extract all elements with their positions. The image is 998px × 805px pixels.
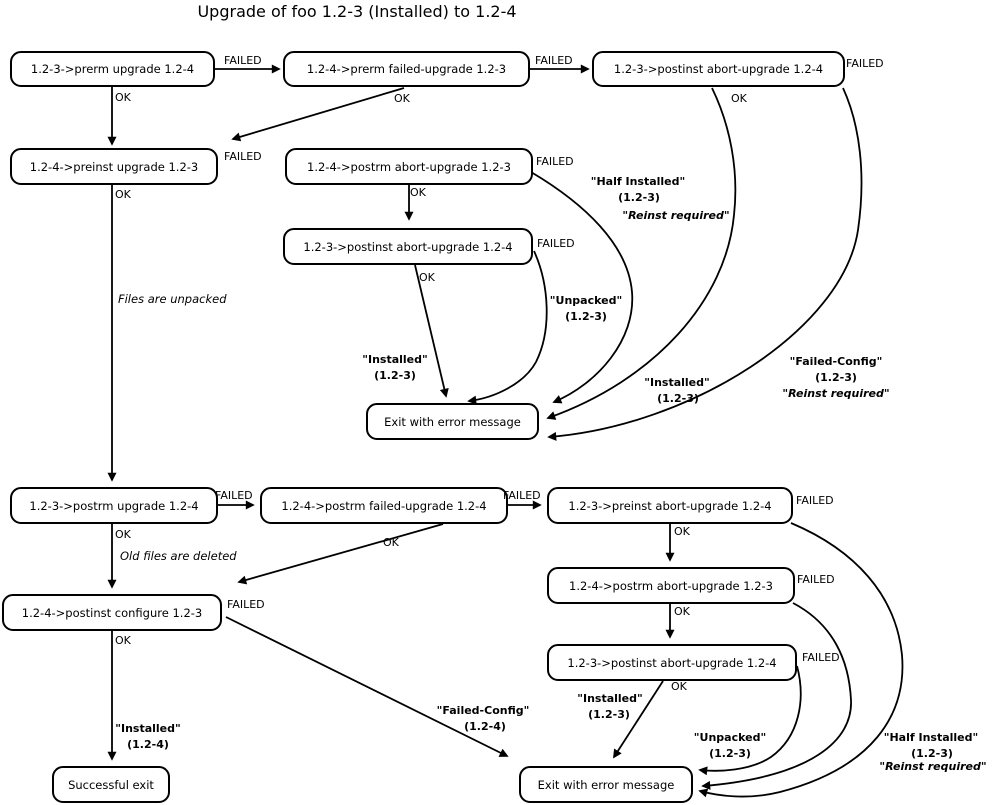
edge-postinstabort3-failed xyxy=(698,665,802,776)
node-postrm-failed-upgrade: 1.2-4->postrm failed-upgrade 1.2-4 xyxy=(260,487,508,524)
state-failed-config-bottom-line2: (1.2-4) xyxy=(464,720,506,733)
label-postinstabort3-failed: FAILED xyxy=(802,651,840,664)
state-half-installed-bottom-line2: (1.2-3) xyxy=(911,747,953,760)
label-prerm-ok: OK xyxy=(115,91,131,104)
state-installed-mid-left-line2: (1.2-3) xyxy=(374,369,416,382)
label-prerm-failed: FAILED xyxy=(224,54,262,67)
state-unpacked-bottom-line2: (1.2-3) xyxy=(709,747,751,760)
state-installed-bottom-left-line1: "Installed" xyxy=(115,722,181,735)
state-half-installed-mid-line1: "Half Installed" xyxy=(590,175,686,188)
label-postrm-failed: FAILED xyxy=(215,489,253,502)
edge-postinstabort1-ok xyxy=(546,87,737,420)
node-successful-exit: Successful exit xyxy=(52,766,170,803)
annotation-old-files-deleted: Old files are deleted xyxy=(120,549,237,563)
label-preinstabort-failed: FAILED xyxy=(796,494,834,507)
node-prerm-failed-upgrade: 1.2-4->prerm failed-upgrade 1.2-3 xyxy=(283,51,530,87)
state-half-installed-bottom-line3: "Reinst required" xyxy=(879,760,987,773)
state-installed-bottom-left-line2: (1.2-4) xyxy=(127,738,169,751)
edge-postinstabort2-ok xyxy=(414,264,449,398)
state-installed-mid-right-line2: (1.2-3) xyxy=(657,392,699,405)
label-postinstabort1-ok: OK xyxy=(731,92,747,105)
state-failed-config-bottom-line1: "Failed-Config" xyxy=(436,704,530,717)
state-installed-bottom-mid-line2: (1.2-3) xyxy=(588,708,630,721)
node-preinst-abort-upgrade: 1.2-3->preinst abort-upgrade 1.2-4 xyxy=(547,487,793,524)
label-postrm-ok: OK xyxy=(115,528,131,541)
node-postrm-abort-upgrade-2: 1.2-4->postrm abort-upgrade 1.2-3 xyxy=(547,567,795,604)
node-postinst-configure: 1.2-4->postinst configure 1.2-3 xyxy=(2,594,222,631)
edge-postrmabort2-failed xyxy=(701,602,852,790)
state-failed-config-mid-line1: "Failed-Config" xyxy=(789,355,883,368)
state-installed-mid-right-line1: "Installed" xyxy=(644,376,710,389)
label-postrmfailed-failed: FAILED xyxy=(503,489,541,502)
state-failed-config-mid-line3: "Reinst required" xyxy=(782,387,890,400)
edge-postinstconfigure-failed xyxy=(225,616,509,757)
label-preinst-failed: FAILED xyxy=(224,150,262,163)
state-half-installed-mid-line2: (1.2-3) xyxy=(618,191,660,204)
label-postrmabort2-failed: FAILED xyxy=(797,573,835,586)
state-failed-config-mid-line2: (1.2-3) xyxy=(815,371,857,384)
node-prerm-upgrade: 1.2-3->prerm upgrade 1.2-4 xyxy=(10,51,215,87)
node-preinst-upgrade: 1.2-4->preinst upgrade 1.2-3 xyxy=(10,148,218,185)
node-exit-error-2: Exit with error message xyxy=(519,766,693,803)
edge-preinstabort-failed xyxy=(698,522,904,798)
label-postrmabort1-ok: OK xyxy=(410,186,426,199)
node-exit-error-1: Exit with error message xyxy=(366,403,539,440)
annotation-files-unpacked: Files are unpacked xyxy=(118,292,227,306)
edge-postinstabort1-failed xyxy=(547,87,863,441)
node-postinst-abort-upgrade-3: 1.2-3->postinst abort-upgrade 1.2-4 xyxy=(547,644,797,681)
label-prermfailed-ok: OK xyxy=(394,92,410,105)
label-preinstabort-ok: OK xyxy=(674,525,690,538)
label-postinstabort2-ok: OK xyxy=(419,271,435,284)
diagram-title: Upgrade of foo 1.2-3 (Installed) to 1.2-… xyxy=(197,2,517,21)
label-postrmabort2-ok: OK xyxy=(674,605,690,618)
state-unpacked-mid-line1: "Unpacked" xyxy=(549,294,623,307)
state-installed-mid-left-line1: "Installed" xyxy=(362,353,428,366)
edge-prermfailed-ok xyxy=(231,87,405,142)
node-postrm-upgrade: 1.2-3->postrm upgrade 1.2-4 xyxy=(10,487,218,524)
label-postinstabort2-failed: FAILED xyxy=(537,237,575,250)
state-half-installed-bottom-line1: "Half Installed" xyxy=(883,731,979,744)
label-postinstabort3-ok: OK xyxy=(671,680,687,693)
edge-postinstabort2-failed xyxy=(467,250,548,405)
label-preinst-ok: OK xyxy=(115,188,131,201)
node-postinst-abort-upgrade-2: 1.2-3->postinst abort-upgrade 1.2-4 xyxy=(283,228,533,265)
edge-postrmfailed-ok xyxy=(237,523,444,585)
state-half-installed-mid-line3: "Reinst required" xyxy=(622,209,730,222)
node-postinst-abort-upgrade-1: 1.2-3->postinst abort-upgrade 1.2-4 xyxy=(592,51,845,87)
node-postrm-abort-upgrade-1: 1.2-4->postrm abort-upgrade 1.2-3 xyxy=(285,148,533,185)
edge-postinstabort3-ok xyxy=(613,680,664,759)
state-unpacked-bottom-line1: "Unpacked" xyxy=(693,731,767,744)
state-unpacked-mid-line2: (1.2-3) xyxy=(565,310,607,323)
label-postrmfailed-ok: OK xyxy=(383,536,399,549)
label-postinstconfigure-ok: OK xyxy=(115,634,131,647)
label-postinstabort1-failed: FAILED xyxy=(846,57,884,70)
label-postrmabort1-failed: FAILED xyxy=(536,155,574,168)
state-installed-bottom-mid-line1: "Installed" xyxy=(577,692,643,705)
label-postinstconfigure-failed: FAILED xyxy=(227,598,265,611)
edge-postrmabort1-failed xyxy=(530,171,634,404)
label-prermfailed-failed: FAILED xyxy=(535,54,573,67)
